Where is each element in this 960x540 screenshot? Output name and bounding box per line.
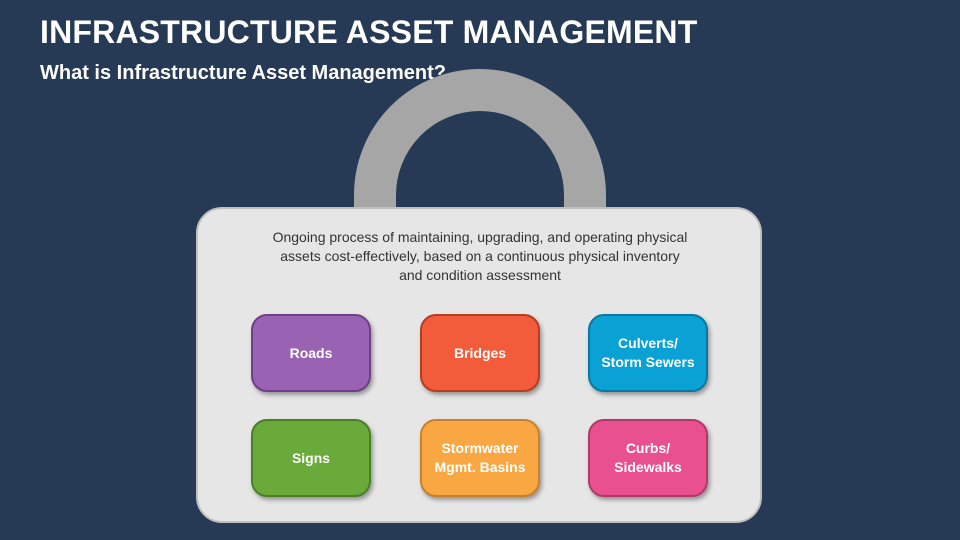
asset-tile-culverts-storm-sewers: Culverts/ Storm Sewers <box>588 314 708 392</box>
asset-tile-curbs-sidewalks: Curbs/ Sidewalks <box>588 419 708 497</box>
shackle-arc <box>354 69 606 215</box>
definition-text: Ongoing process of maintaining, upgradin… <box>272 229 688 283</box>
asset-tile-stormwater-mgmt-basins: Stormwater Mgmt. Basins <box>420 419 540 497</box>
slide-title: INFRASTRUCTURE ASSET MANAGEMENT <box>40 14 698 50</box>
slide-subtitle: What is Infrastructure Asset Management? <box>40 62 447 84</box>
asset-tile-roads: Roads <box>251 314 371 392</box>
asset-tile-bridges: Bridges <box>420 314 540 392</box>
asset-tile-signs: Signs <box>251 419 371 497</box>
